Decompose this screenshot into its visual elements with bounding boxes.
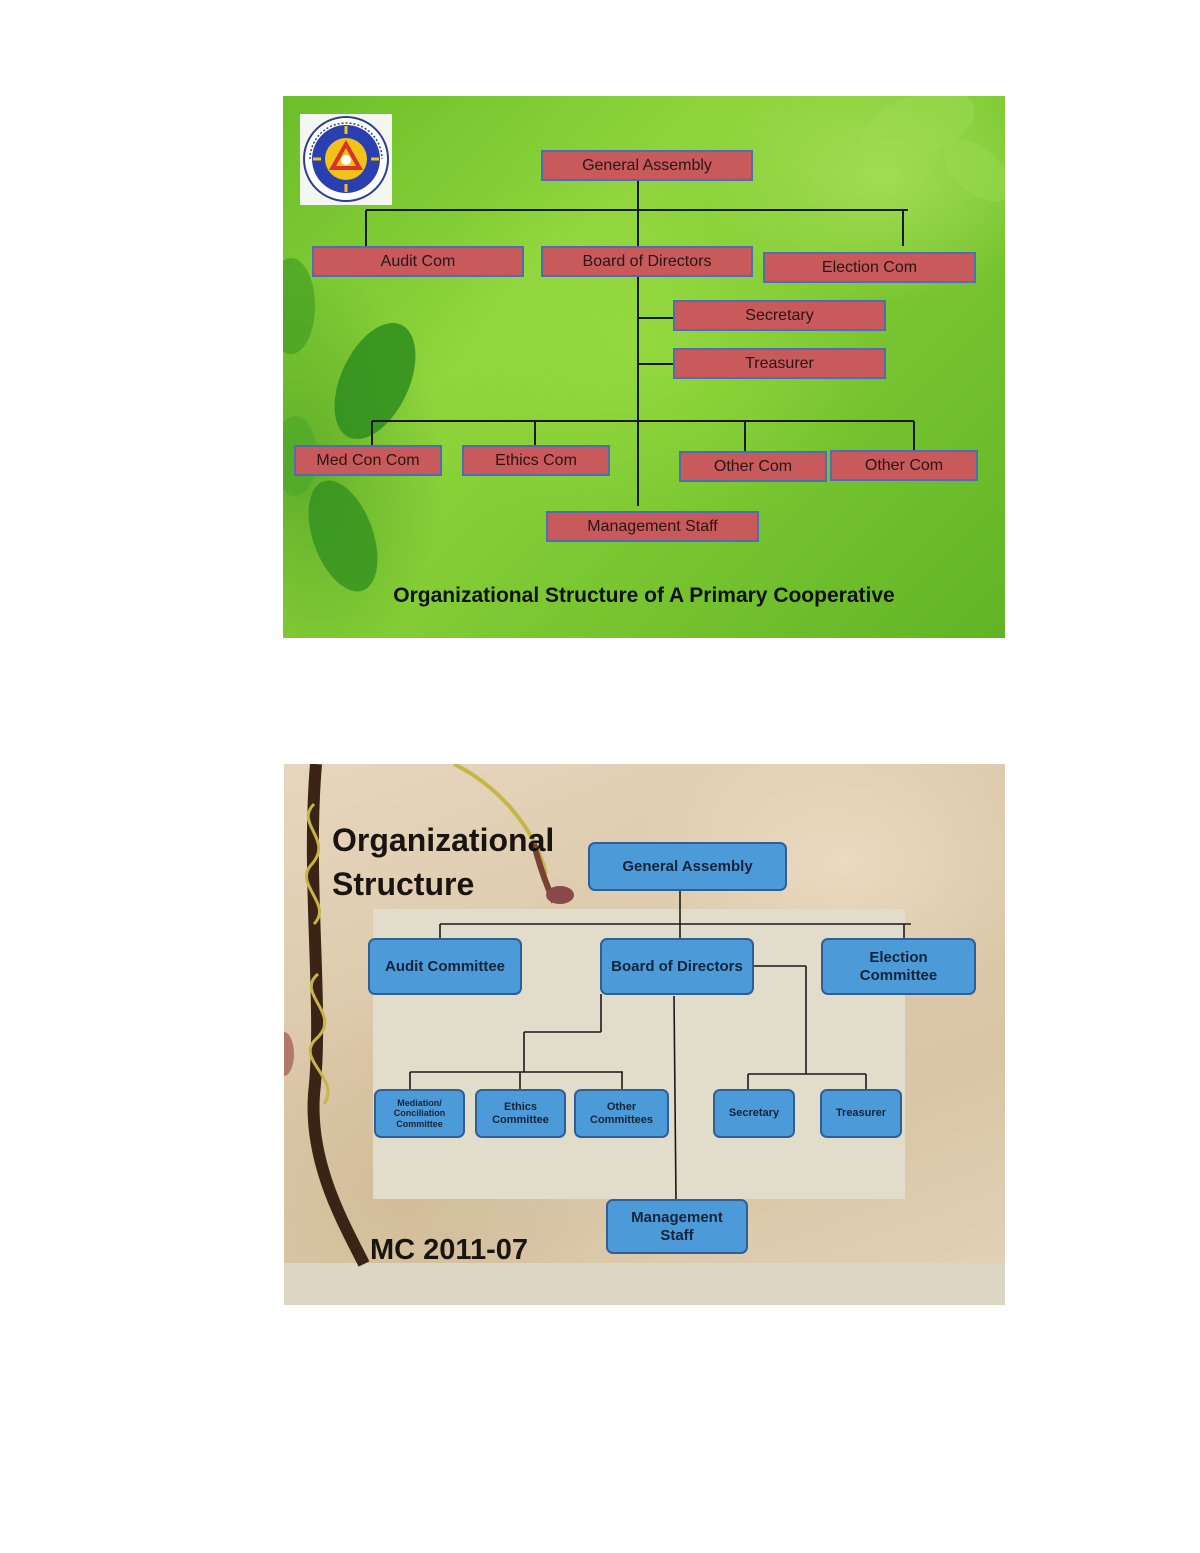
org-connector-lines bbox=[409, 890, 911, 1201]
election-com-box: Election Com bbox=[763, 252, 976, 283]
other-com-box: Other Com bbox=[830, 450, 978, 481]
med-con-com-box: Med Con Com bbox=[294, 445, 442, 476]
memorandum-circular-code: MC 2011-07 bbox=[370, 1234, 528, 1266]
org-chart-slide-parchment: Organizational Structure General Assembl… bbox=[284, 764, 1005, 1305]
management-staff-box: Management Staff bbox=[546, 511, 759, 542]
ethics-com-box: Ethics Com bbox=[462, 445, 610, 476]
secretary-box: Secretary bbox=[673, 300, 886, 331]
treasurer-box: Treasurer bbox=[820, 1089, 902, 1138]
mediation-conciliation-committee-box: Mediation/ Conciliation Committee bbox=[374, 1089, 465, 1138]
audit-com-box: Audit Com bbox=[312, 246, 524, 277]
slide-title: Organizational Structure bbox=[332, 822, 555, 902]
election-committee-box: Election Committee bbox=[821, 938, 976, 995]
cda-seal-logo bbox=[300, 114, 392, 205]
audit-committee-box: Audit Committee bbox=[368, 938, 522, 995]
vine-decoration bbox=[284, 764, 574, 1267]
slide-caption: Organizational Structure of A Primary Co… bbox=[393, 584, 895, 607]
board-of-directors-box: Board of Directors bbox=[541, 246, 753, 277]
ethics-committee-box: Ethics Committee bbox=[475, 1089, 566, 1138]
other-committees-box: Other Committees bbox=[574, 1089, 669, 1138]
leaf-decoration bbox=[283, 96, 1005, 592]
general-assembly-box: General Assembly bbox=[541, 150, 753, 181]
board-of-directors-box: Board of Directors bbox=[600, 938, 754, 995]
org-chart-slide-green: General Assembly Audit Com Board of Dire… bbox=[283, 96, 1005, 638]
secretary-box: Secretary bbox=[713, 1089, 795, 1138]
treasurer-box: Treasurer bbox=[673, 348, 886, 379]
org-connector-lines bbox=[365, 181, 915, 506]
other-com-box: Other Com bbox=[679, 451, 827, 482]
management-staff-box: Management Staff bbox=[606, 1199, 748, 1254]
general-assembly-box: General Assembly bbox=[588, 842, 787, 891]
slide-bottom-strip bbox=[284, 1263, 1005, 1305]
